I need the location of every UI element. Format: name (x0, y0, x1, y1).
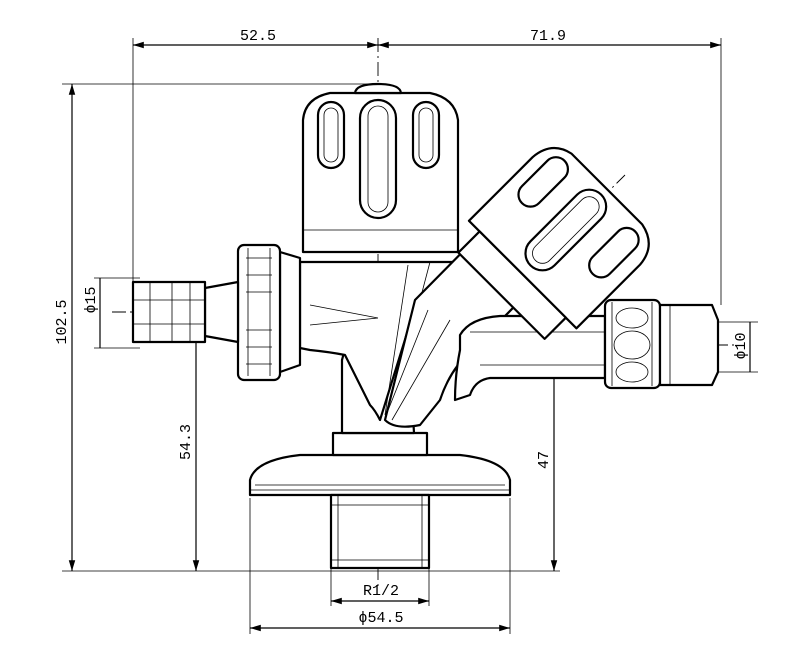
left-hose-nozzle (131, 280, 207, 344)
diagonal-knob[interactable] (467, 136, 661, 330)
grip-left (316, 100, 346, 170)
label-left-outlet-height: 54.3 (178, 424, 195, 460)
top-knob[interactable] (301, 91, 460, 254)
grip-right (411, 100, 441, 170)
diagonal-knob-base (457, 230, 567, 340)
label-left-width: 52.5 (240, 28, 276, 45)
grip-center (358, 98, 398, 220)
diagonal-handle[interactable] (448, 136, 662, 350)
top-handle[interactable] (301, 82, 460, 254)
right-outlet-pipe (453, 314, 607, 402)
label-outlet-diameter: ϕ10 (733, 332, 750, 359)
left-nozzle-collar (203, 280, 240, 344)
right-outlet-tip (658, 303, 720, 387)
label-right-width: 71.9 (530, 28, 566, 45)
diagonal-grip-3 (588, 226, 640, 279)
diagonal-grip-2 (524, 188, 608, 272)
label-right-outlet-height: 47 (536, 451, 553, 469)
label-total-height: 102.5 (54, 299, 71, 344)
label-thread: R1/2 (363, 583, 399, 600)
top-knob-cap (353, 82, 403, 95)
label-base-diameter: ϕ54.5 (358, 610, 403, 627)
label-hose-diameter: ϕ15 (83, 286, 100, 313)
left-nut-back (278, 250, 302, 374)
threaded-stem (329, 493, 431, 570)
left-nut-ribs (246, 248, 272, 376)
left-nut (236, 243, 282, 382)
base-flange (248, 453, 512, 497)
dimension-labels: 52.5 71.9 102.5 ϕ15 54.3 47 ϕ10 R1/2 ϕ54… (54, 28, 750, 627)
base-nut (331, 431, 429, 457)
diagonal-grip-1 (517, 156, 570, 208)
valve-body (131, 220, 720, 570)
